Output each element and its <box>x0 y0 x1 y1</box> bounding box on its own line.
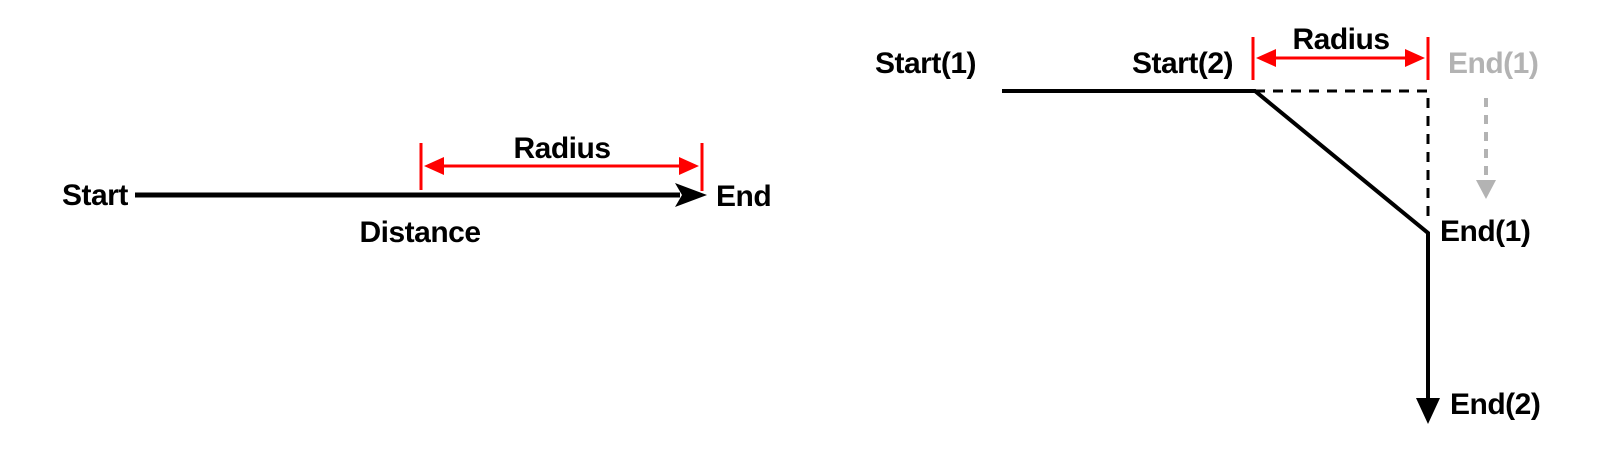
end2-label: End(2) <box>1450 388 1541 421</box>
radius-arrowhead-left <box>1256 49 1276 67</box>
start2-label: Start(2) <box>1132 47 1234 80</box>
end-label: End <box>716 180 772 213</box>
radius-label: Radius <box>1292 23 1390 56</box>
radius-path-diagram-graphics <box>1002 37 1496 424</box>
start1-label: Start(1) <box>875 47 977 80</box>
end1-label: End(1) <box>1440 215 1531 248</box>
path-end-arrowhead <box>1416 398 1440 424</box>
distance-label: Distance <box>359 216 481 249</box>
radius-arrowhead-left <box>424 157 444 175</box>
shortened-path-line <box>1002 89 1430 400</box>
end1-ghost-label: End(1) <box>1448 47 1539 80</box>
radius-label: Radius <box>513 132 611 165</box>
original-path-dashed-line <box>1255 89 1430 224</box>
ghost-drop-arrowhead <box>1476 180 1496 199</box>
start-label: Start <box>62 179 128 212</box>
radius-arrowhead-right <box>1405 49 1425 67</box>
radius-arrowhead-right <box>679 157 699 175</box>
distance-diagram-graphics <box>135 143 707 207</box>
distance-arrowhead <box>675 183 707 207</box>
